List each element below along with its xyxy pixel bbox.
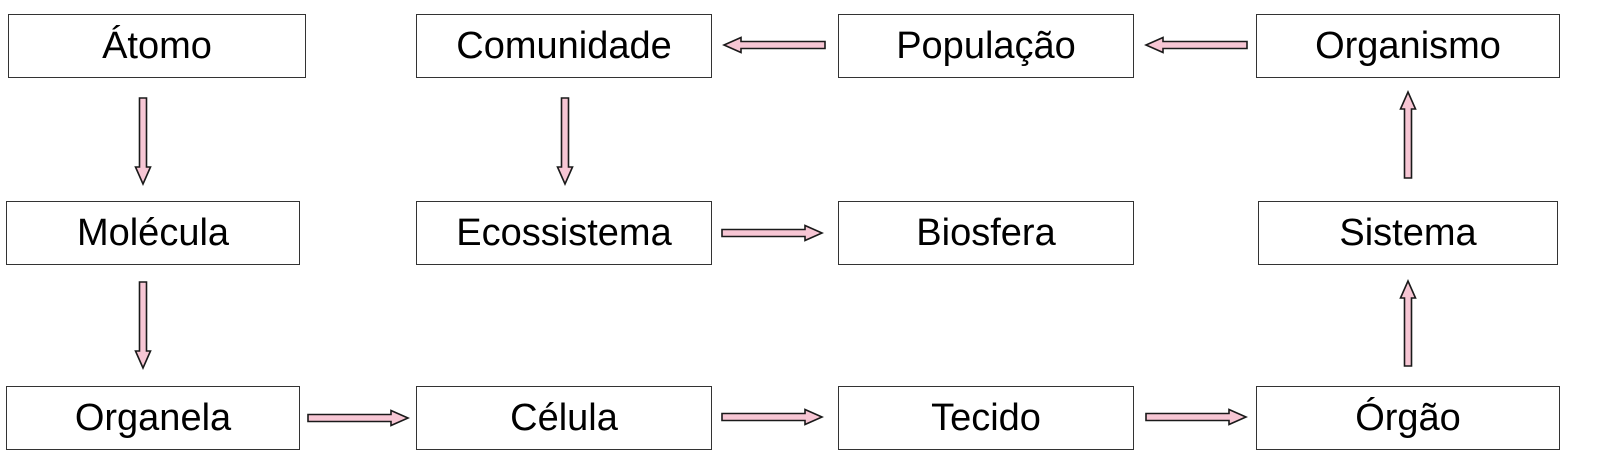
arrow-orgao-to-sistema bbox=[1399, 279, 1417, 367]
node-biosfera: Biosfera bbox=[838, 201, 1134, 265]
node-comunidade: Comunidade bbox=[416, 14, 712, 78]
arrow-organismo-to-populacao bbox=[1144, 36, 1248, 54]
arrow-ecossistema-to-biosfera bbox=[721, 224, 824, 242]
node-tecido: Tecido bbox=[838, 386, 1134, 450]
node-ecossistema: Ecossistema bbox=[416, 201, 712, 265]
node-molecula: Molécula bbox=[6, 201, 300, 265]
node-populacao: População bbox=[838, 14, 1134, 78]
node-atomo: Átomo bbox=[8, 14, 306, 78]
arrow-molecula-to-organela bbox=[134, 281, 152, 370]
arrow-populacao-to-comunidade bbox=[722, 36, 826, 54]
node-organismo: Organismo bbox=[1256, 14, 1560, 78]
arrow-tecido-to-orgao bbox=[1145, 408, 1248, 426]
arrow-atomo-to-molecula bbox=[134, 97, 152, 186]
node-celula: Célula bbox=[416, 386, 712, 450]
node-organela: Organela bbox=[6, 386, 300, 450]
arrow-celula-to-tecido bbox=[721, 408, 824, 426]
node-sistema: Sistema bbox=[1258, 201, 1558, 265]
arrow-sistema-to-organismo bbox=[1399, 90, 1417, 179]
arrow-organela-to-celula bbox=[307, 409, 410, 427]
arrow-comunidade-to-ecossistema bbox=[556, 97, 574, 186]
node-orgao: Órgão bbox=[1256, 386, 1560, 450]
